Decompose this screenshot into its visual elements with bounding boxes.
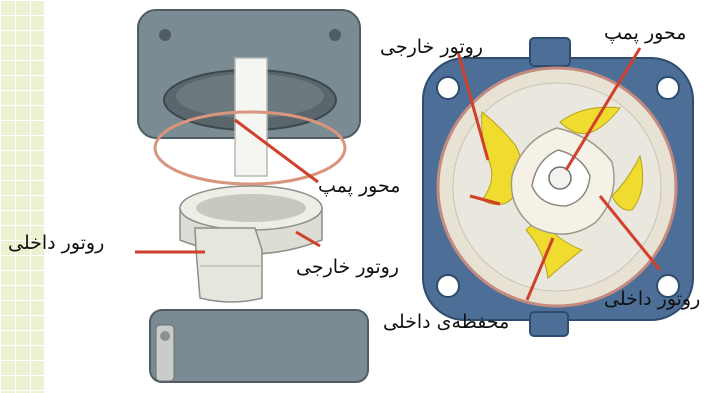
housing-top-tab	[530, 38, 570, 66]
inner-rotor	[195, 228, 262, 302]
label-right-outer-rotor: روتور خارجی	[380, 38, 483, 57]
label-left-outer-rotor: روتور خارجی	[296, 258, 399, 277]
housing-bolt-hole	[657, 77, 679, 99]
pump-shaft-end	[549, 167, 571, 189]
label-right-pump-shaft: محور پمپ	[604, 24, 686, 43]
housing-bottom-tab	[530, 312, 568, 336]
label-left-inner-rotor: روتور داخلی	[8, 234, 104, 253]
housing-bolt-hole	[437, 275, 459, 297]
housing-bolt-hole	[437, 77, 459, 99]
bottom-cover	[150, 310, 368, 382]
cover-bolt-hole	[159, 29, 171, 41]
label-right-inner-housing: محفظه‌ی داخلی	[383, 313, 509, 332]
pump-shaft	[235, 58, 267, 176]
label-left-pump-shaft: محور پمپ	[318, 177, 400, 196]
cover-bolt-hole	[329, 29, 341, 41]
label-right-inner-rotor: روتور داخلی	[604, 290, 700, 309]
